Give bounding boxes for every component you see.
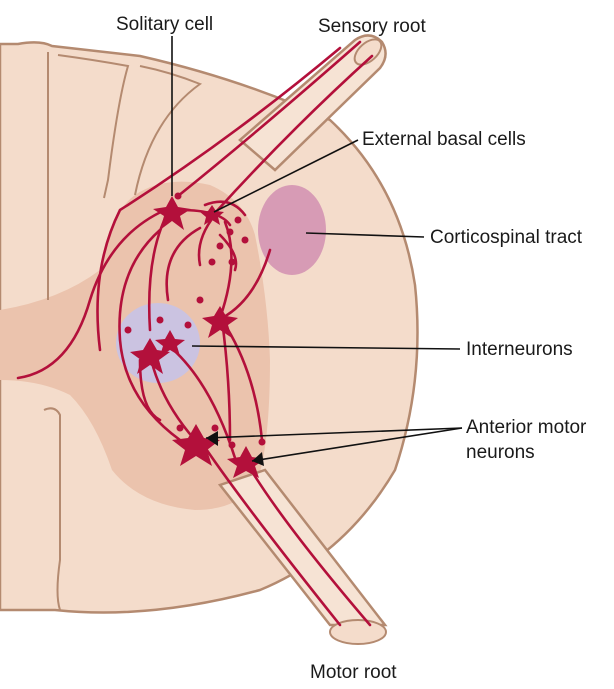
fiber-right-neuron-down2 [220, 318, 232, 442]
fiber-sensory-2 [213, 54, 374, 215]
label-sensory-root: Sensory root [318, 16, 426, 37]
dorsal-column-boundary [57, 54, 130, 199]
bouton [228, 441, 236, 449]
fiber-left-loop [118, 228, 182, 442]
bouton [208, 258, 216, 266]
fiber-cortico-down [220, 248, 272, 320]
bouton [156, 316, 164, 324]
fiber-arbor-2 [218, 233, 238, 272]
neuron-somas [130, 196, 265, 478]
bouton [226, 228, 234, 236]
bouton [241, 236, 249, 244]
dorsal-horn-outline [134, 65, 203, 196]
interneuron-zone [116, 303, 200, 383]
arrowheads [206, 431, 264, 466]
bouton [176, 424, 184, 432]
leader-interneurons [191, 345, 461, 350]
label-solitary-cell: Solitary cell [116, 14, 213, 35]
label-corticospinal-tract: Corticospinal tract [430, 227, 583, 248]
sensory-root [238, 34, 387, 172]
motor-root [217, 468, 388, 627]
fiber-arbor-1 [203, 200, 247, 217]
middle-neuron-soma [202, 306, 238, 338]
external-basal-soma [200, 205, 224, 225]
corticospinal-tract [258, 185, 326, 275]
fiber-sensory-1 [176, 40, 362, 198]
synaptic-boutons [124, 192, 266, 449]
label-interneurons: Interneurons [466, 339, 573, 360]
bouton [234, 216, 242, 224]
interneuron-soma-2 [155, 330, 185, 356]
arrowhead-motor-1 [206, 431, 218, 446]
fiber-basal-c [165, 226, 202, 302]
arrowhead-motor-2 [252, 452, 264, 466]
motor-root-cut-end [329, 619, 387, 645]
ventral-median-fissure [43, 407, 61, 611]
bouton [174, 192, 182, 200]
leader-motor-2 [251, 427, 463, 462]
bouton [258, 438, 266, 446]
leader-corticospinal [305, 232, 425, 238]
leader-lines [171, 36, 463, 462]
sensory-root-cut-end [353, 38, 383, 66]
bouton [216, 242, 224, 250]
label-anterior-motor-line2: neurons [466, 442, 535, 463]
anterior-motor-neuron-1 [172, 424, 220, 466]
label-external-basal-cells: External basal cells [362, 129, 526, 150]
fiber-sensory-3 [96, 46, 342, 352]
interneuron-soma-1 [130, 338, 170, 374]
bouton [196, 296, 204, 304]
bouton [124, 326, 132, 334]
bouton [228, 258, 236, 266]
fiber-solitary-left [16, 208, 167, 380]
anterior-motor-neuron-2 [227, 446, 265, 478]
label-anterior-motor-line1: Anterior motor [466, 417, 587, 438]
leader-motor-1 [205, 427, 463, 439]
bouton [184, 321, 192, 329]
solitary-cell-soma [153, 196, 191, 230]
label-motor-root: Motor root [310, 662, 397, 683]
leader-external-basal [213, 139, 359, 213]
bouton [211, 424, 219, 432]
fiber-motor-out-1 [198, 438, 342, 627]
